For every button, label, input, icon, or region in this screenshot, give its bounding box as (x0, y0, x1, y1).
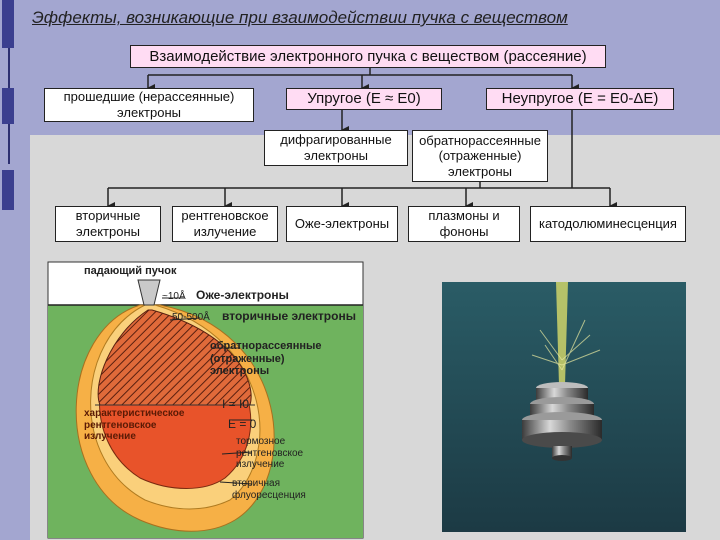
diffracted-box: дифрагированные электроны (264, 130, 408, 166)
diagram-fluor: вторичная флуоресценция (232, 478, 306, 501)
diagram-secondary: вторичные электроны (222, 309, 356, 323)
diagram-incident-beam: падающий пучок (84, 265, 177, 277)
diagram-char-xray: характеристическое рентгеновское излучен… (84, 408, 185, 442)
backscattered-box: обратнорассеянные (отраженные) электроны (412, 130, 548, 182)
diagram-e-eq: E = 0 (228, 417, 257, 431)
elastic-box: Упругое (E ≈ E0) (286, 88, 442, 110)
decor-bar (2, 170, 14, 210)
diagram-i-eq: I = I0 (222, 397, 250, 411)
decor-bar (2, 88, 14, 124)
slide-title: Эффекты, возникающие при взаимодействии … (32, 8, 568, 27)
inelastic-box: Неупругое (E = E0-ΔE) (486, 88, 674, 110)
diagram-depth-50: 50-500Å (172, 312, 210, 323)
transmitted-box: прошедшие (нерассеянные) электроны (44, 88, 254, 122)
root-box: Взаимодействие электронного пучка с веще… (130, 45, 606, 68)
diagram-auger: Оже-электроны (196, 288, 289, 302)
secondary-box: вторичные электроны (55, 206, 161, 242)
plasmons-box: плазмоны и фононы (408, 206, 520, 242)
decor-line (8, 124, 10, 164)
auger-box: Оже-электроны (286, 206, 398, 242)
diagram-backscattered: обратнорассеянные (отраженные) электроны (210, 340, 322, 378)
decor-line (8, 48, 10, 88)
decor-bar (2, 0, 14, 48)
diagram-brems: тормозное рентгеновское излучение (236, 436, 304, 470)
xray-box: рентгеновское излучение (172, 206, 278, 242)
cathodo-box: катодолюминесценция (530, 206, 686, 242)
diagram-depth-10: ~10Å (162, 291, 186, 302)
